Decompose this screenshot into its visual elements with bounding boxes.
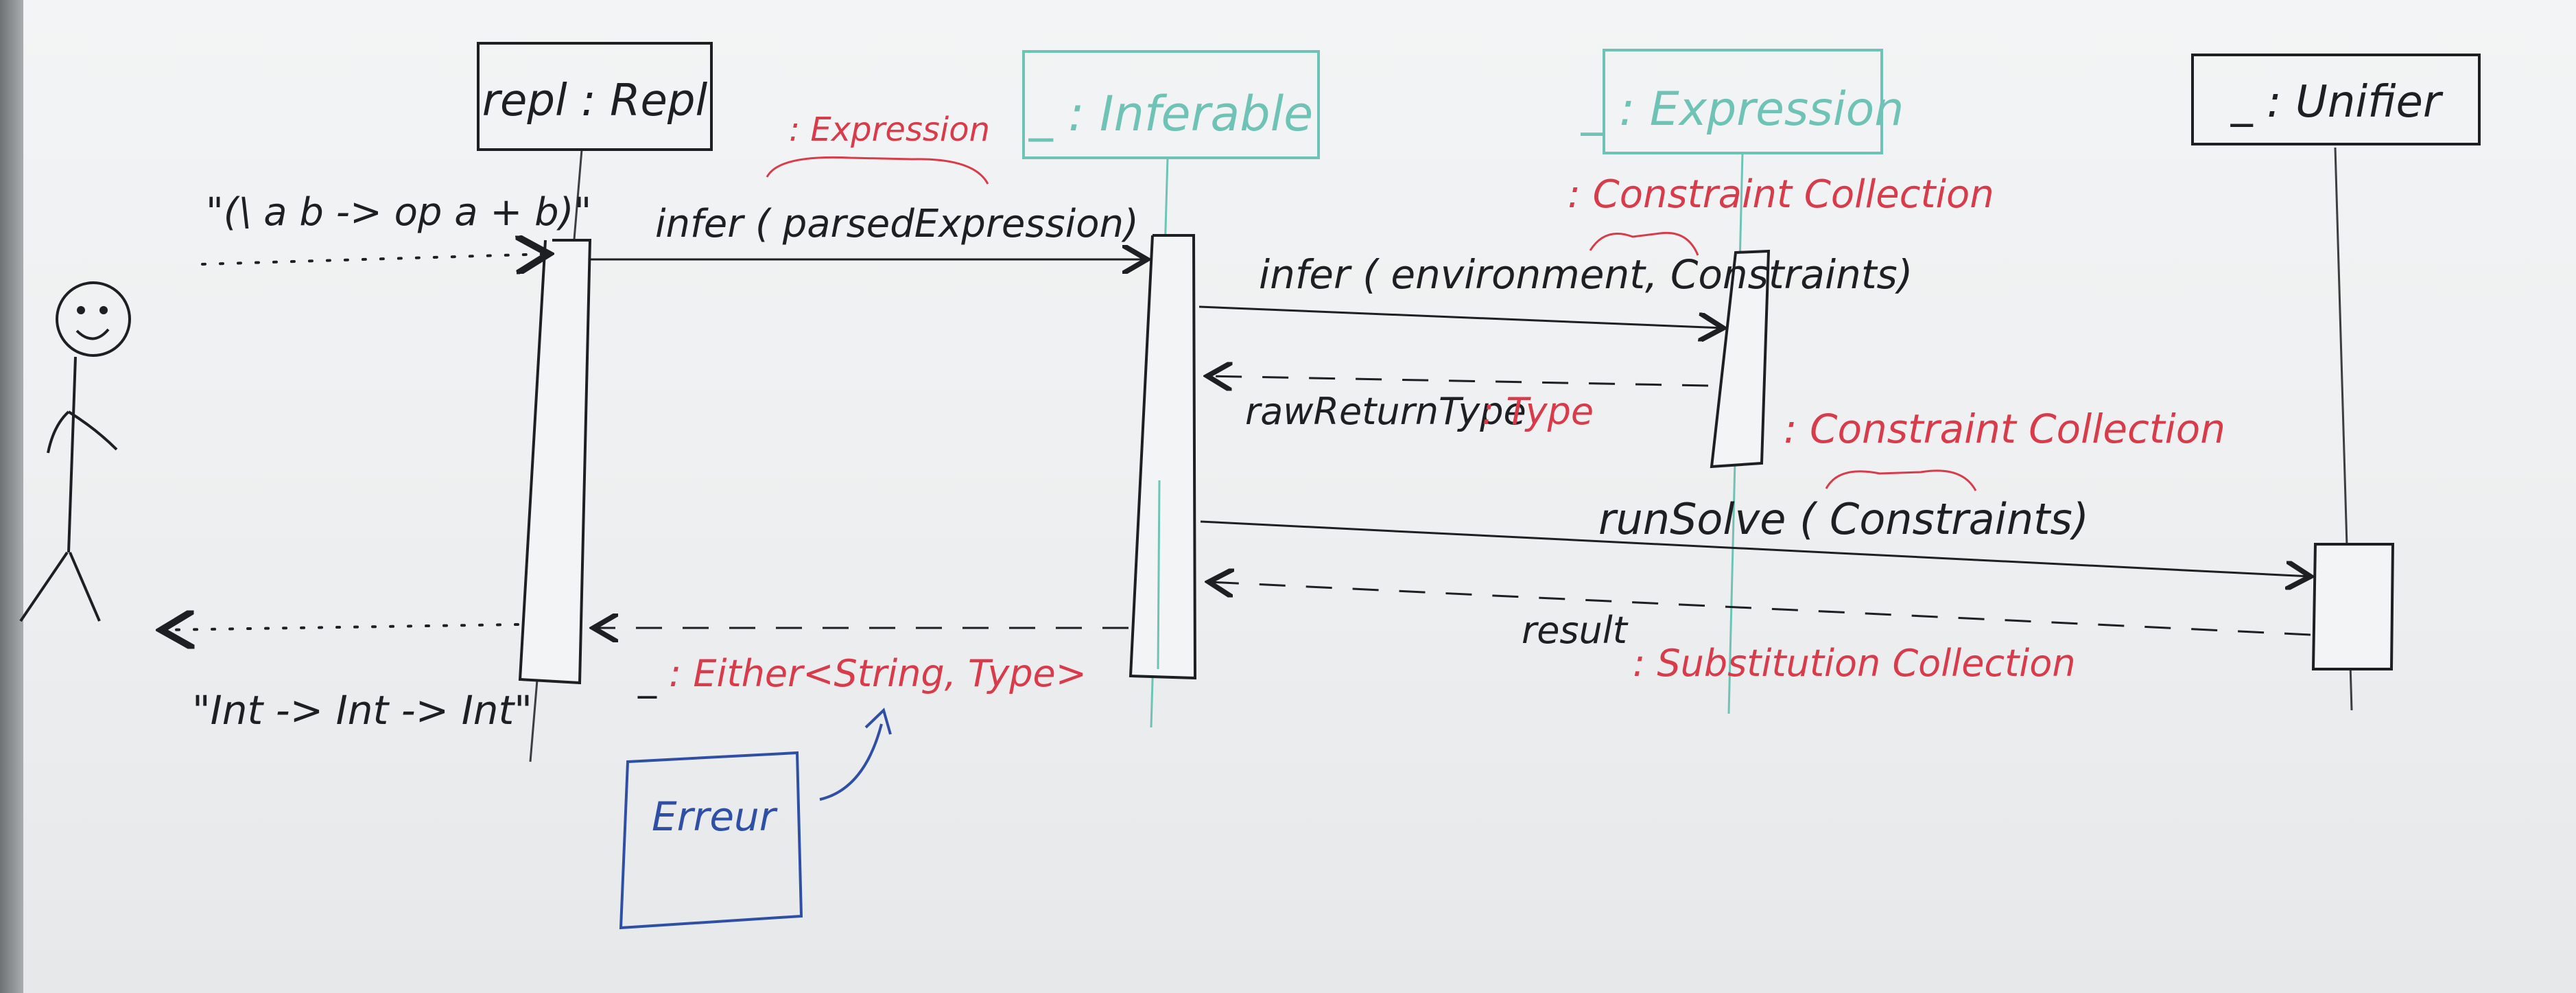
return-type: : Type (1482, 390, 1594, 433)
type-annotation: : Constraint Collection (1568, 172, 1994, 217)
type-annotation: : Expression (789, 110, 990, 149)
message-run-solve: runSolve ( Constraints) : Constraint Col… (1200, 406, 2311, 576)
activation-bar (1129, 234, 1197, 680)
board-frame-edge (0, 0, 23, 993)
return-name: result (1522, 609, 1629, 652)
dotted-arrow (161, 624, 519, 630)
message-output: "Int -> Int -> Int" (161, 624, 532, 734)
return-result: result : Substitution Collection (1209, 582, 2311, 685)
note-arrowhead (864, 708, 892, 735)
participant-box (1022, 50, 1320, 159)
message-label: runSolve ( Constraints) (1598, 494, 2089, 544)
participant-label: repl : Repl (482, 75, 708, 126)
message-input: "(\ a b -> op a + b)" (201, 190, 591, 264)
activation-bar (2311, 543, 2395, 670)
note-box (619, 751, 803, 930)
return-type: : Either<String, Type> (669, 652, 1087, 695)
message-label: "(\ a b -> op a + b)" (206, 190, 591, 235)
message-label: "Int -> Int -> Int" (192, 687, 532, 734)
participant-label: _ : Inferable (1028, 86, 1313, 142)
message-infer-parsed: infer ( parsedExpression) : Expression (590, 110, 1147, 259)
participant-label: _ : Expression (1581, 82, 1904, 137)
lifeline (1157, 480, 1161, 670)
return-either: _ : Either<String, Type> (593, 628, 1129, 699)
participant-inferable: _ : Inferable (1022, 50, 1320, 728)
activation-bar (1710, 249, 1771, 469)
participant-label: _ : Unifier (2230, 77, 2444, 128)
participant-unifier: _ : Unifier (2191, 54, 2481, 711)
return-dashed-arrow (1209, 582, 2311, 636)
note-erreur: Erreur (619, 708, 892, 930)
message-infer-env: infer ( environment, Constraints) : Cons… (1198, 172, 1994, 328)
dotted-arrow (201, 254, 549, 264)
message-label: infer ( environment, Constraints) (1259, 251, 1913, 298)
participant-repl: repl : Repl (477, 42, 713, 762)
sync-arrow (1198, 305, 1723, 328)
message-label: infer ( parsedExpression) (655, 202, 1139, 246)
return-name: rawReturnType (1245, 390, 1526, 433)
return-name: _ (637, 655, 657, 699)
sync-arrow (1200, 520, 2311, 576)
brace-annotation (766, 156, 989, 185)
stick-figure-icon (19, 281, 131, 622)
return-dashed-arrow (1207, 376, 1709, 386)
participant-box (477, 42, 713, 151)
type-annotation: : Constraint Collection (1784, 406, 2225, 452)
note-text: Erreur (652, 793, 778, 840)
return-type: : Substitution Collection (1633, 642, 2076, 685)
note-connector (819, 723, 883, 801)
return-raw-type: rawReturnType : Type (1207, 376, 1709, 433)
activation-bar (518, 239, 592, 685)
participant-box (2191, 54, 2481, 145)
brace-annotation (1825, 469, 1977, 491)
participant-expression: _ : Expression (1581, 49, 1904, 714)
brace-annotation (1589, 231, 1699, 256)
participant-box (1603, 49, 1883, 154)
